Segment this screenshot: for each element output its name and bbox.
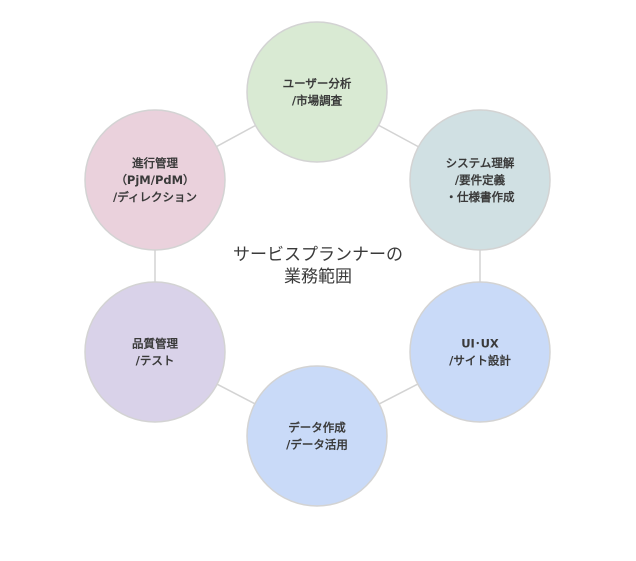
node-user-analysis: ユーザー分析/市場調査 <box>246 21 388 163</box>
node-label-line: システム理解 <box>446 156 515 170</box>
center-title-line: サービスプランナーの <box>233 245 403 265</box>
connector-line <box>216 124 256 148</box>
node-label: 進行管理 （PjM/PdM） /ディレクション <box>113 156 197 204</box>
node-label-line: /データ活用 <box>286 438 348 452</box>
node-quality-management: 品質管理/テスト <box>84 281 226 423</box>
node-label-line: UI･UX <box>461 337 499 351</box>
connector-line <box>216 383 256 405</box>
node-label-line: 進行管理 <box>132 156 178 170</box>
node-label: システム理解/要件定義・仕様書作成 <box>446 156 515 204</box>
node-circle <box>246 21 388 163</box>
node-circle <box>409 281 551 423</box>
node-system-understanding: システム理解/要件定義・仕様書作成 <box>409 109 551 251</box>
node-label-line: ・仕様書作成 <box>446 190 515 204</box>
node-label-line: ユーザー分析 <box>283 77 352 91</box>
node-label-line: /テスト <box>136 354 175 368</box>
node-label: UI･UX/サイト設計 <box>449 337 511 368</box>
connector-line <box>378 383 419 405</box>
node-label: ユーザー分析/市場調査 <box>283 77 352 108</box>
node-label: 品質管理/テスト <box>132 337 178 368</box>
node-label-line: データ作成 <box>288 421 346 435</box>
node-label-line: /要件定義 <box>455 173 506 187</box>
node-label-line: /サイト設計 <box>449 354 511 368</box>
node-label-line: /ディレクション <box>113 190 197 204</box>
node-data-creation: データ作成/データ活用 <box>246 365 388 507</box>
node-circle <box>246 365 388 507</box>
connector-line <box>378 124 419 148</box>
node-circle <box>84 109 226 251</box>
node-label-line: 品質管理 <box>132 337 178 351</box>
node-circle <box>409 109 551 251</box>
node-label-line: /市場調査 <box>292 94 343 108</box>
node-label: データ作成/データ活用 <box>286 421 348 452</box>
connector-lines <box>154 124 481 405</box>
node-circle <box>84 281 226 423</box>
node-ui-ux: UI･UX/サイト設計 <box>409 281 551 423</box>
center-title-line: 業務範囲 <box>284 267 352 287</box>
center-title: サービスプランナーの業務範囲 <box>233 245 403 287</box>
node-label-line: （PjM/PdM） <box>115 173 194 187</box>
node-progress-management: 進行管理 （PjM/PdM） /ディレクション <box>84 109 226 251</box>
